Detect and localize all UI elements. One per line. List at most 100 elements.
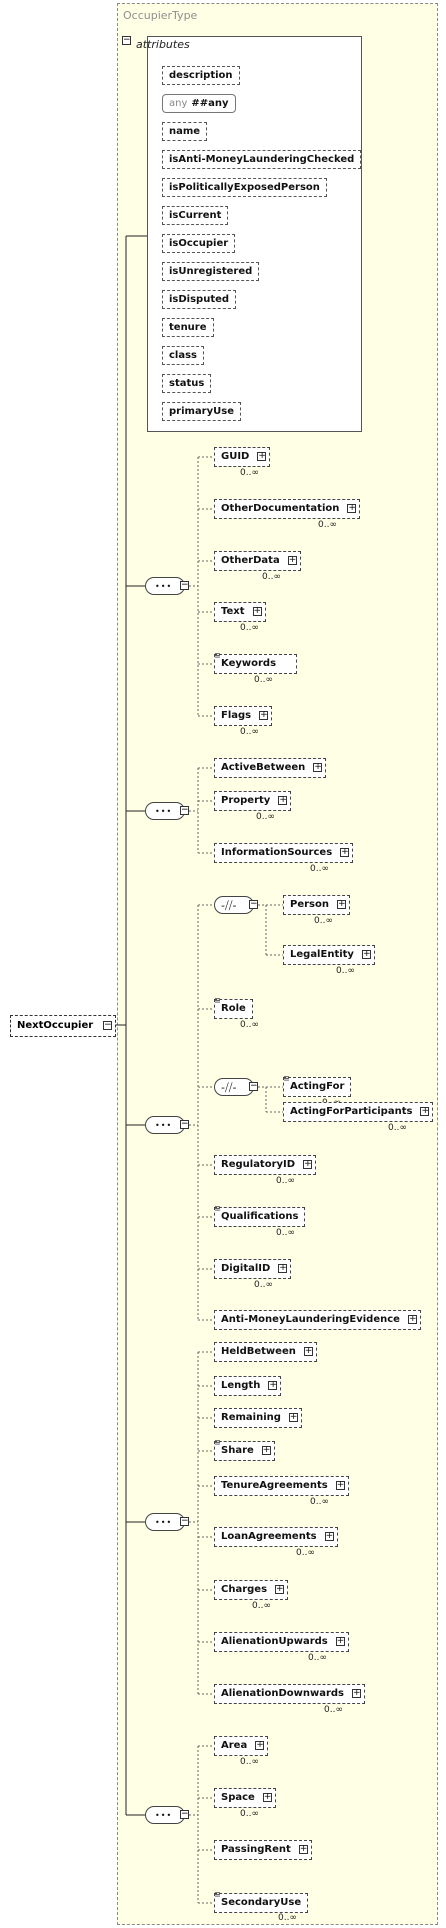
expand-icon[interactable]: + <box>352 1688 361 1698</box>
expand-icon[interactable]: + <box>261 1445 271 1455</box>
sequence-compositor[interactable]: •••− <box>145 802 189 820</box>
element-box[interactable]: ≡Qualifications <box>214 1204 306 1227</box>
element-label: Anti-MoneyLaunderingEvidence <box>221 1314 400 1325</box>
element-box[interactable]: TenureAgreements+ <box>214 1476 349 1496</box>
element-box[interactable]: Space+ <box>214 1788 276 1808</box>
attribute-item[interactable]: tenure <box>162 318 214 337</box>
element-box[interactable]: DigitalID + <box>214 1259 292 1279</box>
root-element[interactable]: NextOccupier− <box>10 1015 117 1037</box>
element-box[interactable]: Flags+ <box>214 706 273 726</box>
attribute-item[interactable]: name <box>162 122 208 141</box>
expand-icon[interactable]: + <box>298 1844 308 1854</box>
element-box[interactable]: LoanAgreements+ <box>214 1527 338 1547</box>
element-box[interactable]: ≡Role <box>214 996 253 1019</box>
element-box[interactable]: InformationSources+ <box>214 843 354 863</box>
expand-icon[interactable]: + <box>255 1740 265 1750</box>
element-box[interactable]: HeldBetween + <box>214 1342 317 1362</box>
expand-icon[interactable]: + <box>340 847 350 857</box>
attribute-item[interactable]: isPoliticallyExposedPerson <box>162 178 327 197</box>
attribute-item[interactable]: isDisputed <box>162 290 237 309</box>
element-box[interactable]: Area+ <box>214 1736 269 1756</box>
expand-icon[interactable]: + <box>287 555 297 565</box>
element-box[interactable]: Property+ <box>214 791 292 811</box>
element-box[interactable]: LegalEntity + <box>283 945 375 965</box>
attribute-item[interactable]: isCurrent <box>162 206 229 225</box>
expand-icon[interactable]: + <box>278 795 288 805</box>
expand-icon[interactable]: + <box>420 1106 430 1116</box>
attribute-item[interactable]: status <box>162 374 212 393</box>
element-box[interactable]: Charges+ <box>214 1580 289 1600</box>
element-label: Length <box>221 1380 261 1391</box>
element-label: HeldBetween <box>221 1346 296 1357</box>
element-box[interactable]: ActiveBetween+ <box>214 758 327 778</box>
occurrence-label: 0..∞ <box>388 1123 407 1133</box>
element-box[interactable]: AlienationDownwards+ <box>214 1684 365 1704</box>
expand-icon[interactable]: + <box>262 1792 272 1802</box>
expand-icon[interactable]: + <box>335 1480 345 1490</box>
collapse-icon[interactable]: − <box>249 899 258 909</box>
element-box[interactable]: ≡SecondaryUse <box>214 1890 309 1913</box>
element-box[interactable]: Person+ <box>283 895 350 915</box>
expand-icon[interactable]: + <box>288 1412 298 1422</box>
expand-icon[interactable]: + <box>324 1531 334 1541</box>
attribute-item[interactable]: description <box>162 66 240 85</box>
occurrence-label: 0..∞ <box>240 1809 259 1819</box>
element-box[interactable]: OtherData+ <box>214 551 301 571</box>
element-box[interactable]: ≡Share+ <box>214 1438 275 1461</box>
any-attribute[interactable]: any##any <box>162 94 236 113</box>
collapse-icon[interactable]: − <box>249 1081 258 1091</box>
element-box[interactable]: ≡Keywords+ <box>214 651 298 674</box>
element-box[interactable]: Text+ <box>214 602 266 622</box>
element-box[interactable]: Remaining+ <box>214 1408 302 1428</box>
sequence-compositor[interactable]: •••− <box>145 577 189 595</box>
element-label: DigitalID <box>221 1263 271 1274</box>
element-box[interactable]: ≡ActingFor <box>283 1074 352 1097</box>
expand-icon[interactable]: + <box>268 1380 278 1390</box>
element-label: AlienationUpwards <box>221 1636 328 1647</box>
expand-icon[interactable]: + <box>275 1584 285 1594</box>
element-box[interactable]: GUID+ <box>214 447 271 467</box>
collapse-icon[interactable]: − <box>180 580 189 590</box>
expand-icon[interactable]: + <box>257 451 267 461</box>
collapse-icon[interactable]: − <box>180 1119 189 1129</box>
collapse-icon[interactable]: − <box>103 1020 113 1030</box>
choice-compositor[interactable]: -⧸⧸-− <box>214 896 258 914</box>
collapse-icon[interactable]: − <box>180 805 189 815</box>
expand-icon[interactable]: + <box>336 899 346 909</box>
element-box[interactable]: AlienationUpwards + <box>214 1632 349 1652</box>
expand-icon[interactable]: + <box>335 1636 345 1646</box>
element-label: LegalEntity <box>290 949 354 960</box>
attribute-item[interactable]: class <box>162 346 205 365</box>
element-label: SecondaryUse <box>221 1897 302 1908</box>
element-box[interactable]: Anti-MoneyLaunderingEvidence + <box>214 1310 421 1330</box>
element-box[interactable]: ActingForParticipants+ <box>283 1102 434 1122</box>
attribute-item[interactable]: isAnti-MoneyLaunderingChecked <box>162 150 362 169</box>
expand-icon[interactable]: + <box>303 1346 313 1356</box>
element-box[interactable]: Length + <box>214 1376 282 1396</box>
expand-icon[interactable]: + <box>278 1263 288 1273</box>
expand-icon[interactable]: + <box>361 949 371 959</box>
expand-icon[interactable]: + <box>303 1159 313 1169</box>
expand-icon[interactable]: + <box>347 503 357 513</box>
expand-icon[interactable]: + <box>252 606 262 616</box>
collapse-attributes-icon[interactable]: − <box>122 35 131 45</box>
element-box[interactable]: RegulatoryID+ <box>214 1155 317 1175</box>
element-box[interactable]: OtherDocumentation+ <box>214 499 361 519</box>
collapse-icon[interactable]: − <box>180 1516 189 1526</box>
sequence-compositor[interactable]: •••− <box>145 1513 189 1531</box>
occurrence-label: 0..∞ <box>254 1280 273 1290</box>
collapse-icon[interactable]: − <box>180 1809 189 1819</box>
sequence-compositor[interactable]: •••− <box>145 1116 189 1134</box>
expand-icon[interactable]: + <box>407 1314 417 1324</box>
expand-icon[interactable]: + <box>259 710 269 720</box>
sequence-compositor[interactable]: •••− <box>145 1806 189 1824</box>
element-box[interactable]: PassingRent+ <box>214 1840 312 1860</box>
occurrence-label: 0..∞ <box>240 1020 259 1030</box>
attribute-item[interactable]: primaryUse <box>162 402 241 421</box>
attribute-item[interactable]: isOccupier <box>162 234 236 253</box>
attribute-item[interactable]: isUnregistered <box>162 262 260 281</box>
expand-icon[interactable]: + <box>313 762 323 772</box>
choice-compositor[interactable]: -⧸⧸-− <box>214 1078 258 1096</box>
sequence-icon: ••• <box>155 582 173 591</box>
